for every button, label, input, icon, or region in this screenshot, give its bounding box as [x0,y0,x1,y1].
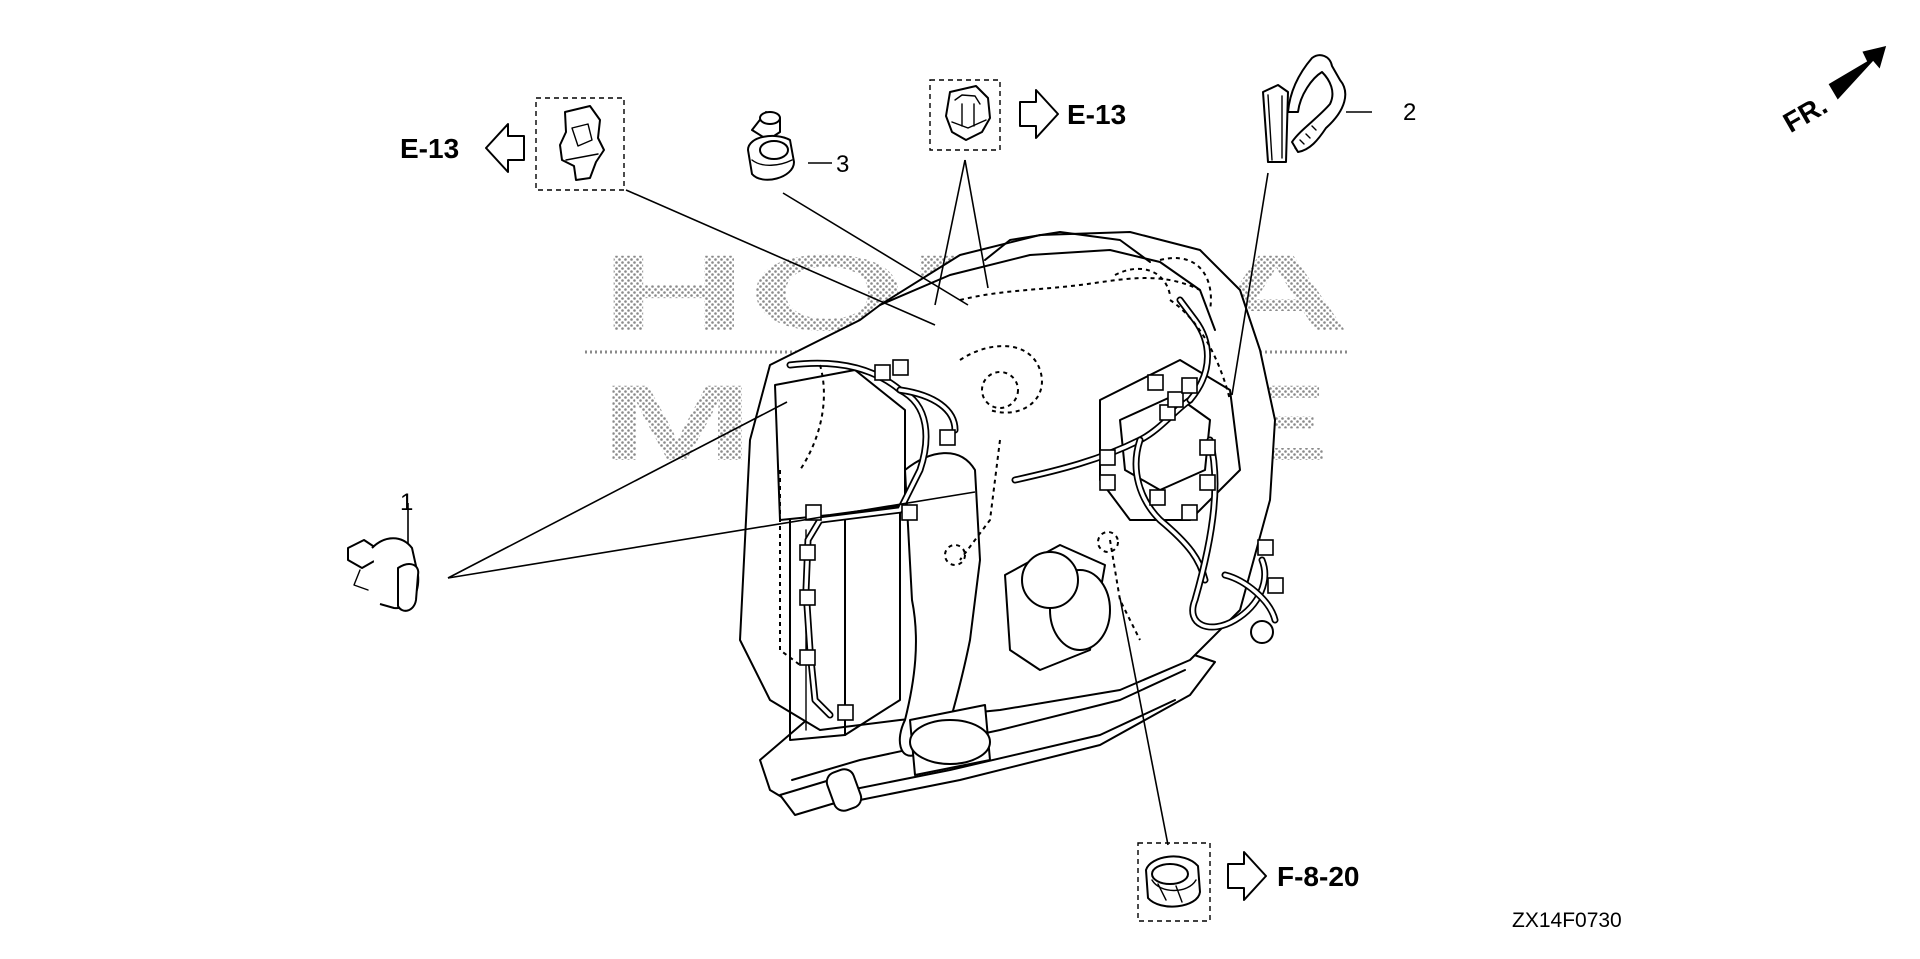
clip-box-left[interactable] [535,97,625,191]
clip-box-right[interactable] [929,79,1001,151]
reference-label-bottom: F-8-20 [1277,861,1359,892]
reference-left-e13[interactable]: E-13 [400,123,525,173]
arrow-left-icon [485,123,525,173]
reference-bottom-f820[interactable]: F-8-20 [1227,851,1359,901]
leader-lines [407,111,1372,846]
diagram-code: ZX14F0730 [1512,909,1622,932]
reference-right-e13[interactable]: E-13 [1019,89,1126,139]
clamp-part-3[interactable] [747,111,795,181]
reference-label-left: E-13 [400,133,459,164]
wire-harness [786,277,1284,721]
front-direction-indicator: FR. [1778,45,1887,139]
arrow-right-icon [1227,851,1267,901]
clamp-part-1[interactable] [347,537,420,612]
callout-number-3: 3 [836,151,849,178]
engine-assembly [739,231,1276,816]
reference-label-right: E-13 [1067,99,1126,130]
band-part-2[interactable] [1262,54,1347,163]
callout-number-2: 2 [1403,99,1416,126]
callout-number-1: 1 [400,489,413,516]
front-arrow-icon [1828,45,1887,100]
arrow-right-icon [1019,89,1059,139]
grommet-box[interactable] [1137,842,1211,922]
front-label: FR. [1778,89,1833,138]
